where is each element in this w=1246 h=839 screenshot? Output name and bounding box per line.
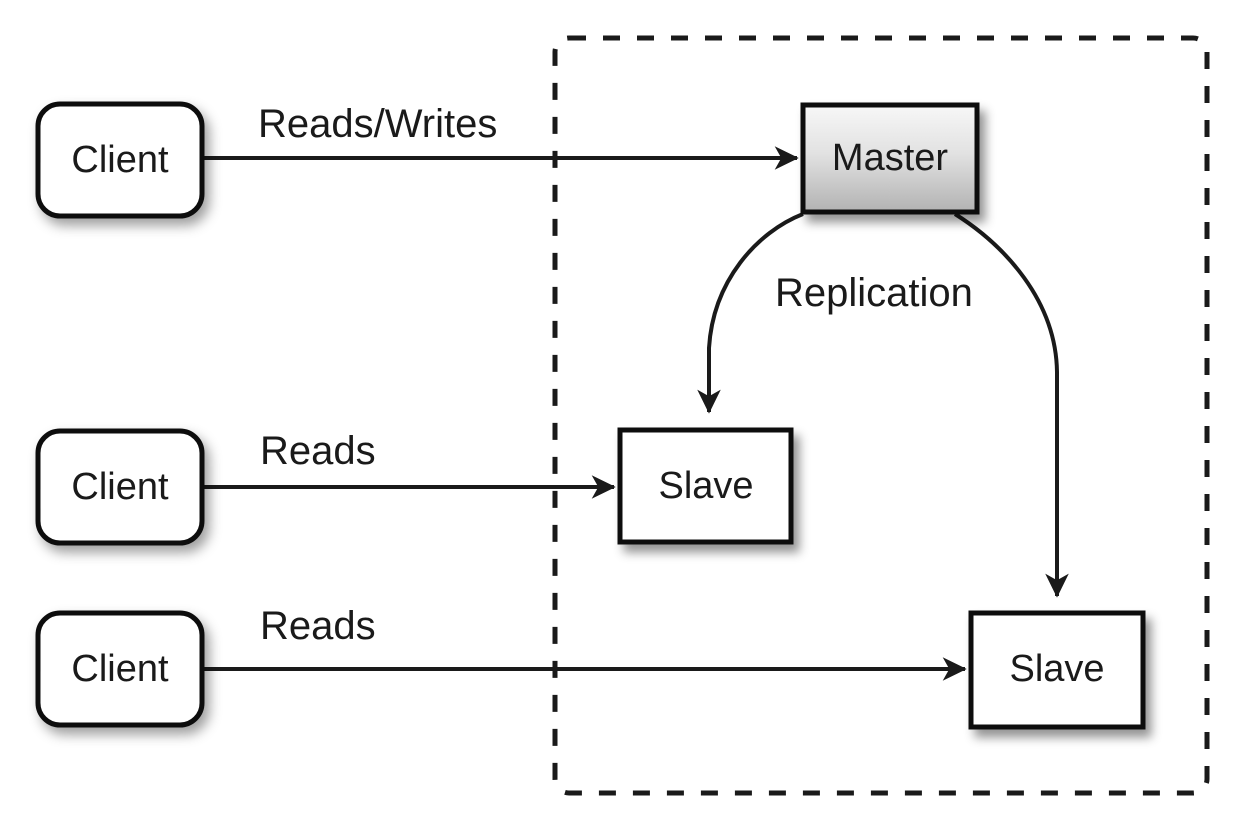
slave-upper-label: Slave — [658, 465, 753, 507]
slave-lower-label: Slave — [1009, 648, 1104, 690]
edge-master-to-slave-upper — [697, 212, 804, 414]
master-shape[interactable] — [800, 102, 980, 215]
node-master[interactable]: Master — [800, 102, 980, 215]
client-middle-shape[interactable] — [35, 428, 205, 546]
slave-lower-shape[interactable] — [968, 610, 1146, 730]
edge-label-replication: Replication — [775, 271, 973, 315]
client-top-label: Client — [71, 139, 169, 181]
edge-curve-replication-right — [953, 212, 1069, 598]
master-label: Master — [832, 137, 948, 179]
node-client-top[interactable]: Client — [35, 101, 205, 219]
client-bottom-shape[interactable] — [35, 610, 205, 728]
client-bottom-label: Client — [71, 648, 169, 690]
replication-cluster-boundary — [552, 35, 1210, 796]
client-middle-label: Client — [71, 466, 169, 508]
node-client-bottom[interactable]: Client — [35, 610, 205, 728]
slave-upper-shape[interactable] — [617, 427, 794, 545]
node-slave-upper[interactable]: Slave — [617, 427, 794, 545]
edge-label-reads-middle: Reads — [260, 429, 376, 473]
edge-label-reads-writes: Reads/Writes — [258, 102, 497, 146]
node-slave-lower[interactable]: Slave — [968, 610, 1146, 730]
edge-label-reads-bottom: Reads — [260, 604, 376, 648]
edge-curve-replication-left — [697, 212, 804, 414]
client-top-shape[interactable] — [35, 101, 205, 219]
node-client-middle[interactable]: Client — [35, 428, 205, 546]
edge-master-to-slave-lower — [953, 212, 1069, 598]
